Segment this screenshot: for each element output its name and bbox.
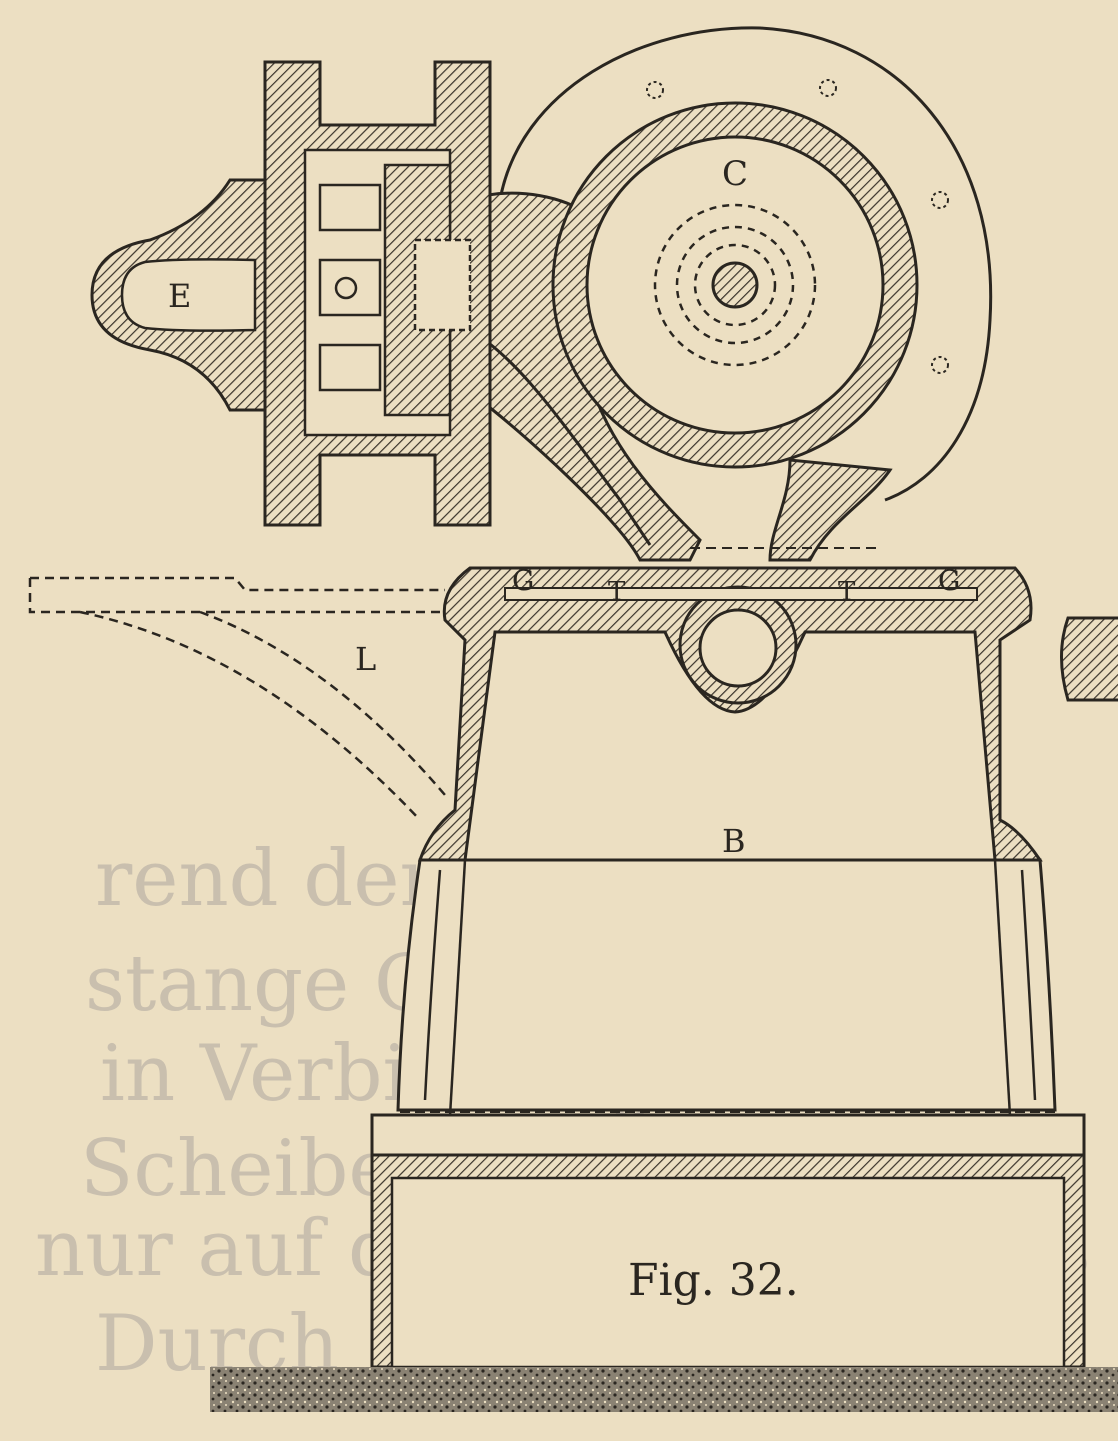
eccentric-loop-inner [120,258,257,332]
skirt-inner-lines [423,859,1037,1151]
diagram-labels: C E G G T T L B [168,154,960,860]
port-cutout [413,238,472,332]
pedestal-panel [390,1176,1066,1369]
bleed-line-1: rend der [95,834,437,924]
lower-skirt [396,858,1057,1112]
ground-strip [210,1367,1118,1412]
label-t-left: T [608,577,626,607]
shaft-hub [711,261,759,309]
label-t-right: T [838,577,856,607]
label-c: C [722,154,748,194]
bottom-shaft-bore [698,608,778,688]
label-g-right: G [938,564,960,597]
outer-disc [498,26,993,502]
label-b: B [722,822,746,860]
right-neck [768,458,893,562]
shaft-dashed-circles [653,203,817,367]
valve-bolts [318,183,382,392]
pedestal-cap [370,1113,1086,1157]
figure-caption: Fig. 32. [628,1255,799,1306]
guide-slot [504,587,978,601]
lever-l-dashed [28,576,446,821]
connecting-arm [478,191,702,562]
disc-rivets [646,79,949,374]
right-pipe-stub [1060,616,1118,702]
label-e: E [168,277,191,315]
label-l: L [355,640,376,678]
label-g-left: G [512,564,534,597]
